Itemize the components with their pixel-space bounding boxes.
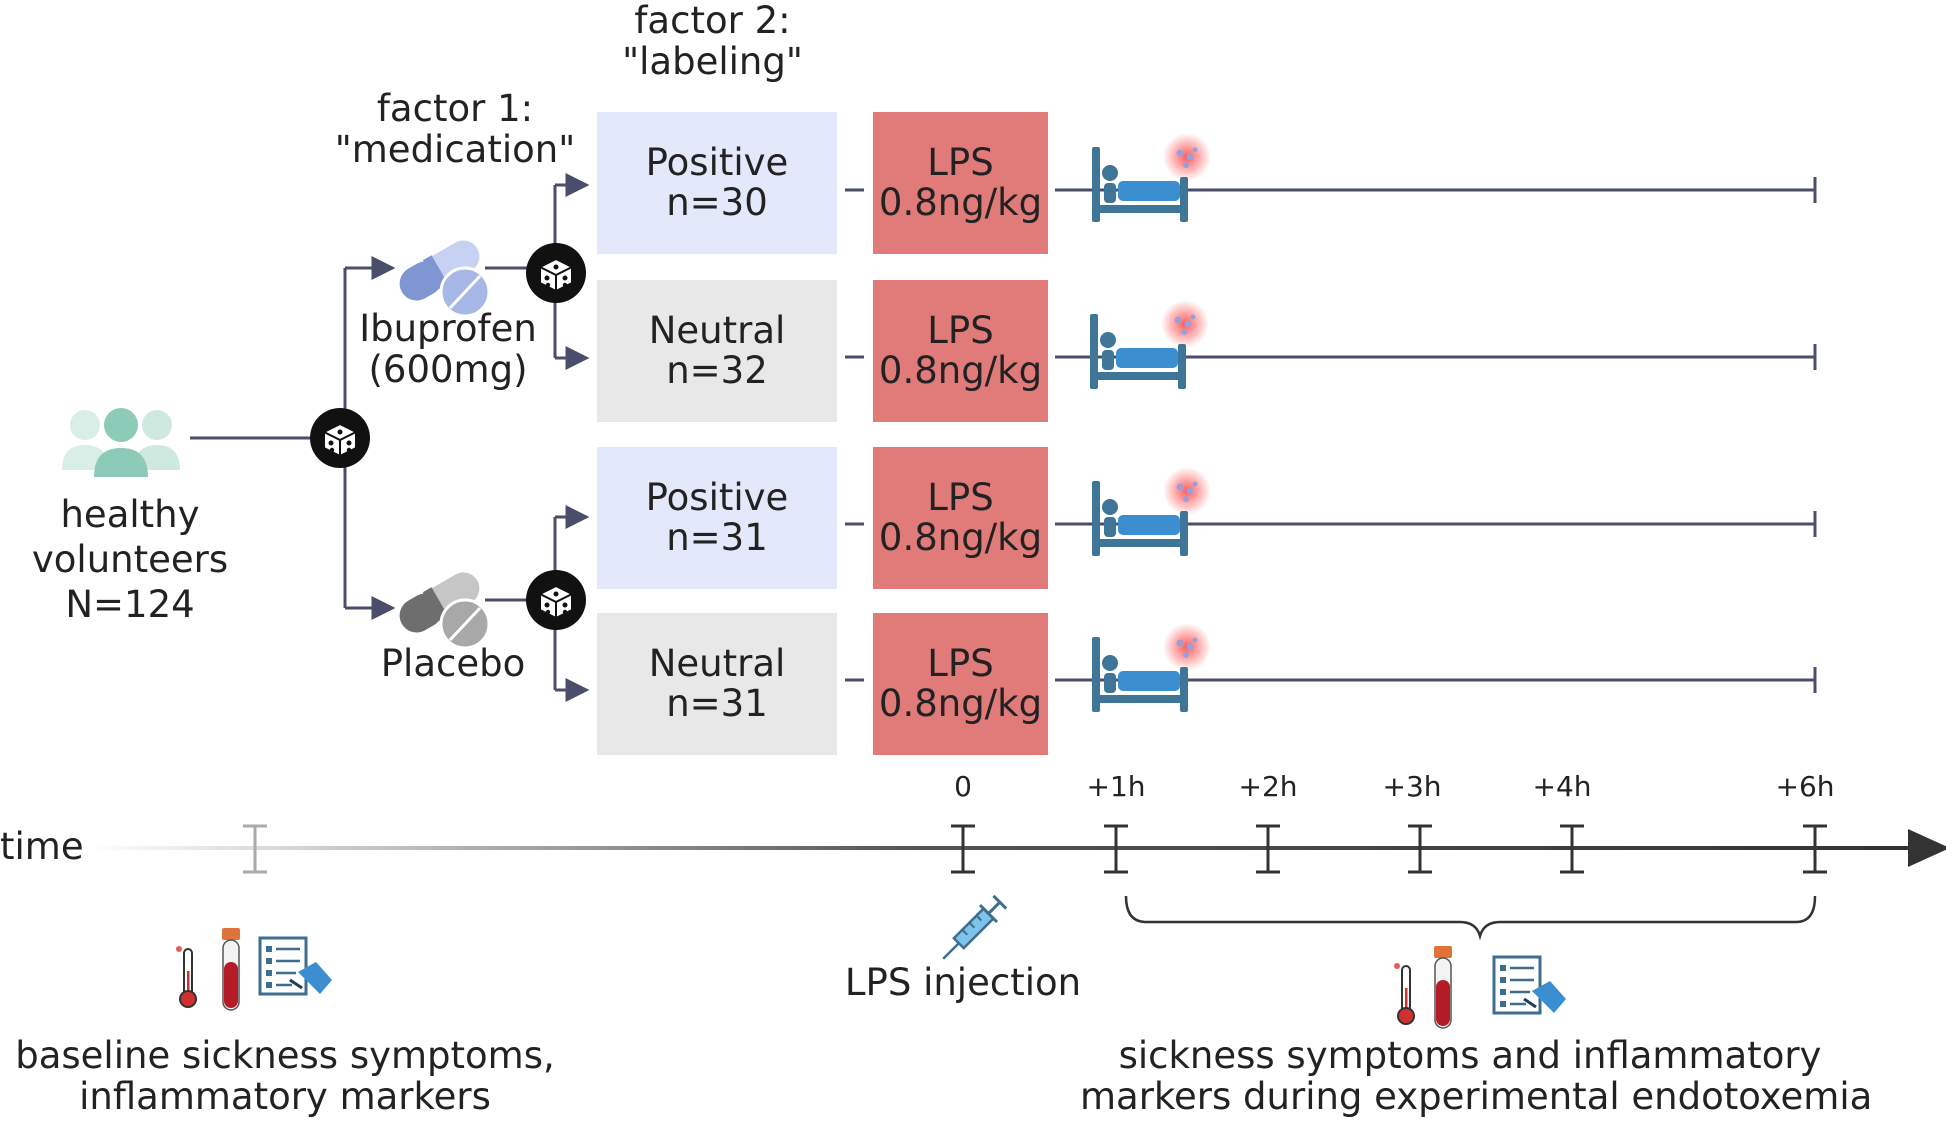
- ibuprofen-pill-icon: [398, 238, 491, 318]
- lps-dose: 0.8ng/kg: [878, 349, 1043, 392]
- group-box-placebo-positive: Positive n=31: [597, 447, 837, 589]
- lps-box-group-2: LPS 0.8ng/kg: [873, 280, 1048, 422]
- lps-label: LPS: [927, 141, 994, 185]
- lps-dose: 0.8ng/kg: [878, 181, 1043, 224]
- tick-label-4h: +4h: [1532, 770, 1592, 803]
- participants-count: N=124: [65, 583, 195, 627]
- thermometer-icon: [175, 945, 197, 1008]
- endotoxemia-brace: [1124, 895, 1817, 941]
- participants-line2: volunteers: [31, 538, 229, 582]
- thermometer-icon: [1393, 962, 1415, 1025]
- lps-label: LPS: [927, 642, 994, 686]
- patient-bed-icon: [1092, 133, 1211, 222]
- tick-label-6h: +6h: [1775, 770, 1835, 803]
- lps-box-group-1: LPS 0.8ng/kg: [873, 112, 1048, 254]
- syringe-icon: [942, 894, 1008, 960]
- factor1-title: factor 1:: [376, 87, 534, 130]
- randomization-dice-icon: [525, 569, 587, 631]
- lps-box-group-4: LPS 0.8ng/kg: [873, 613, 1048, 755]
- group-box-ibuprofen-positive: Positive n=30: [597, 112, 837, 254]
- group-box-placebo-neutral: Neutral n=31: [597, 613, 837, 755]
- placebo-label: Placebo: [353, 642, 553, 685]
- time-axis: [90, 824, 1946, 874]
- blood-tube-icon: [221, 927, 241, 1011]
- participants-label: healthy volunteers N=124: [10, 492, 250, 627]
- baseline-caption-line2: inflammatory markers: [79, 1075, 491, 1119]
- group-size: n=31: [666, 516, 768, 559]
- tick-label-3h: +3h: [1382, 770, 1442, 803]
- group-label: Neutral: [648, 309, 786, 353]
- tick-label-1h: +1h: [1086, 770, 1146, 803]
- factor2-title: factor 2:: [634, 0, 791, 42]
- ibuprofen-dose: (600mg): [368, 348, 528, 392]
- baseline-caption-line1: baseline sickness symptoms,: [15, 1034, 555, 1077]
- placebo-name: Placebo: [380, 642, 526, 685]
- tick-label-2h: +2h: [1238, 770, 1298, 803]
- time-axis-label: time: [0, 825, 84, 868]
- factor2-heading: factor 2: "labeling": [600, 0, 825, 83]
- group-label: Positive: [645, 476, 789, 520]
- tick-label-0: 0: [954, 770, 972, 803]
- endotoxemia-caption-line2: markers during experimental endotoxemia: [1080, 1075, 1873, 1119]
- endotoxemia-caption-line1: sickness symptoms and inflammatory: [1118, 1034, 1822, 1077]
- lps-dose: 0.8ng/kg: [878, 516, 1043, 559]
- lps-box-group-3: LPS 0.8ng/kg: [873, 447, 1048, 589]
- questionnaire-icon: [258, 936, 334, 996]
- factor2-subtitle: "labeling": [622, 40, 803, 84]
- patient-bed-icon: [1092, 623, 1211, 712]
- baseline-caption: baseline sickness symptoms, inflammatory…: [10, 1035, 560, 1118]
- lps-label: LPS: [927, 309, 994, 353]
- factor1-heading: factor 1: "medication": [330, 88, 580, 171]
- lps-label: LPS: [927, 476, 994, 520]
- group-label: Neutral: [648, 642, 786, 686]
- factor1-subtitle: "medication": [334, 128, 576, 172]
- group-label: Positive: [645, 141, 789, 185]
- blood-tube-icon: [1433, 945, 1453, 1029]
- endotoxemia-caption: sickness symptoms and inflammatory marke…: [1080, 1034, 1873, 1119]
- randomization-dice-icon: [309, 407, 371, 469]
- randomization-dice-icon: [525, 242, 587, 304]
- ibuprofen-label: Ibuprofen (600mg): [343, 308, 553, 391]
- group-size: n=31: [666, 682, 768, 725]
- patient-bed-icon: [1090, 300, 1209, 389]
- healthy-volunteers-icon: [62, 408, 180, 477]
- participants-line1: healthy: [60, 493, 200, 536]
- group-box-ibuprofen-neutral: Neutral n=32: [597, 280, 837, 422]
- lps-dose: 0.8ng/kg: [878, 682, 1043, 725]
- group-size: n=30: [666, 181, 768, 224]
- placebo-pill-icon: [398, 570, 491, 650]
- patient-bed-icon: [1092, 467, 1211, 556]
- lps-injection-label: LPS injection: [844, 961, 1082, 1004]
- group-size: n=32: [666, 349, 768, 392]
- questionnaire-icon: [1492, 955, 1568, 1015]
- ibuprofen-name: Ibuprofen: [359, 307, 537, 350]
